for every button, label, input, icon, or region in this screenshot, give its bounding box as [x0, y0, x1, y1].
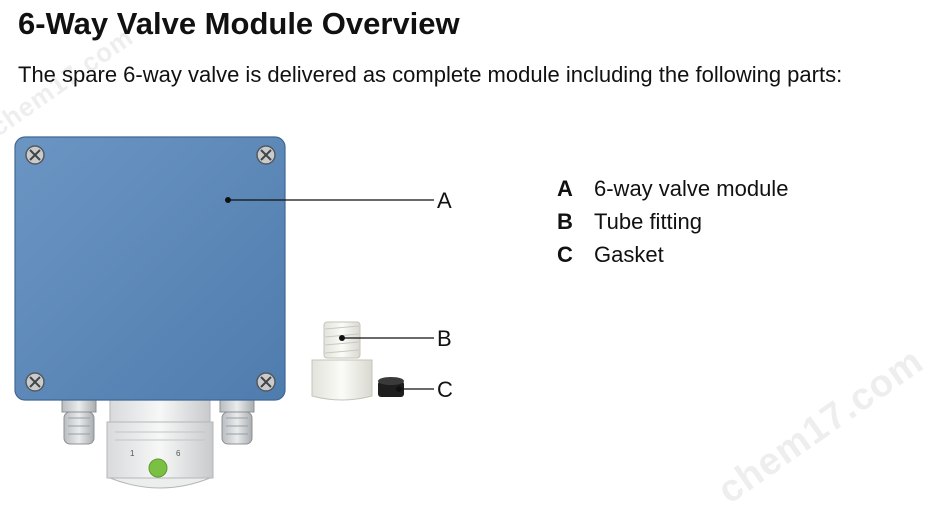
- valve-module-box: [14, 136, 286, 401]
- screw-icon: [256, 372, 276, 392]
- gasket: [378, 377, 404, 397]
- legend-letter: A: [557, 176, 573, 201]
- callout-label-a: A: [437, 188, 452, 213]
- legend-text: 6-way valve module: [594, 176, 789, 201]
- callout-label-b: B: [437, 326, 452, 351]
- legend-item: A 6-way valve module: [557, 176, 788, 209]
- parts-legend: A 6-way valve module B Tube fitting C Ga…: [557, 176, 788, 275]
- screw-icon: [256, 145, 276, 165]
- legend-text: Gasket: [594, 242, 664, 267]
- legend-letter: C: [557, 242, 573, 267]
- valve-cylinder: 1 6: [106, 399, 214, 489]
- cable-gland-right: [219, 397, 255, 445]
- legend-item: B Tube fitting: [557, 209, 788, 242]
- intro-paragraph: The spare 6-way valve is delivered as co…: [18, 62, 843, 87]
- cable-gland-left: [61, 397, 97, 445]
- page-title: 6-Way Valve Module Overview: [18, 6, 460, 41]
- callout-label-c: C: [437, 377, 453, 402]
- screw-icon: [25, 372, 45, 392]
- screw-icon: [25, 145, 45, 165]
- legend-text: Tube fitting: [594, 209, 703, 234]
- legend-letter: B: [557, 209, 573, 234]
- legend-item: C Gasket: [557, 242, 788, 275]
- tube-fitting: [311, 321, 373, 401]
- svg-text:6: 6: [176, 449, 181, 458]
- svg-text:1: 1: [130, 449, 135, 458]
